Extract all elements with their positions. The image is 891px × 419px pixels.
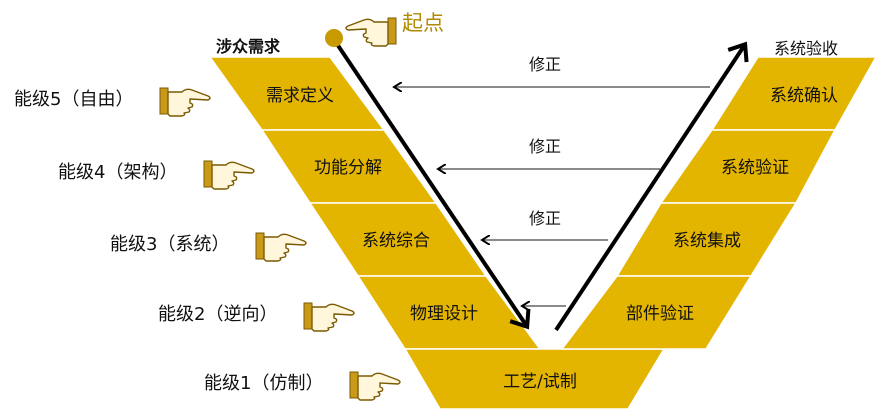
level-2-pointing-hand-icon [303, 302, 355, 332]
level-5-pointing-hand-icon [159, 87, 211, 117]
left-stage-3: 系统综合 [362, 231, 430, 251]
start-dot [325, 29, 343, 47]
left-stage-2: 功能分解 [314, 158, 382, 178]
right-band-4 [560, 275, 753, 350]
right-stage-4: 部件验证 [626, 304, 694, 324]
ascent-arrow [554, 41, 749, 332]
left-stage-4: 物理设计 [410, 304, 478, 324]
descent-arrow [335, 42, 531, 330]
level-label-3: 能级3（系统） [110, 234, 229, 255]
feedback-label-1: 修正 [529, 55, 561, 74]
system-acceptance-label: 系统验收 [774, 39, 838, 58]
level-label-2: 能级2（逆向） [158, 304, 277, 325]
level-label-5: 能级5（自由） [14, 89, 133, 110]
level-1-pointing-hand-icon [349, 371, 401, 401]
feedback-label-3: 修正 [529, 209, 561, 228]
right-stage-3: 系统集成 [673, 231, 741, 251]
bottom-stage: 工艺/试制 [503, 372, 577, 392]
start-pointing-hand-icon [345, 17, 397, 47]
left-stage-1: 需求定义 [266, 86, 334, 106]
level-3-pointing-hand-icon [255, 232, 307, 262]
right-stage-1: 系统确认 [770, 86, 838, 106]
right-stage-2: 系统验证 [721, 158, 789, 178]
level-label-4: 能级4（架构） [58, 162, 177, 183]
start-label: 起点 [402, 11, 444, 35]
level-4-pointing-hand-icon [203, 160, 255, 190]
feedback-label-2: 修正 [529, 137, 561, 156]
stakeholder-need-label: 涉众需求 [216, 37, 281, 56]
level-label-1: 能级1（仿制） [204, 373, 323, 394]
